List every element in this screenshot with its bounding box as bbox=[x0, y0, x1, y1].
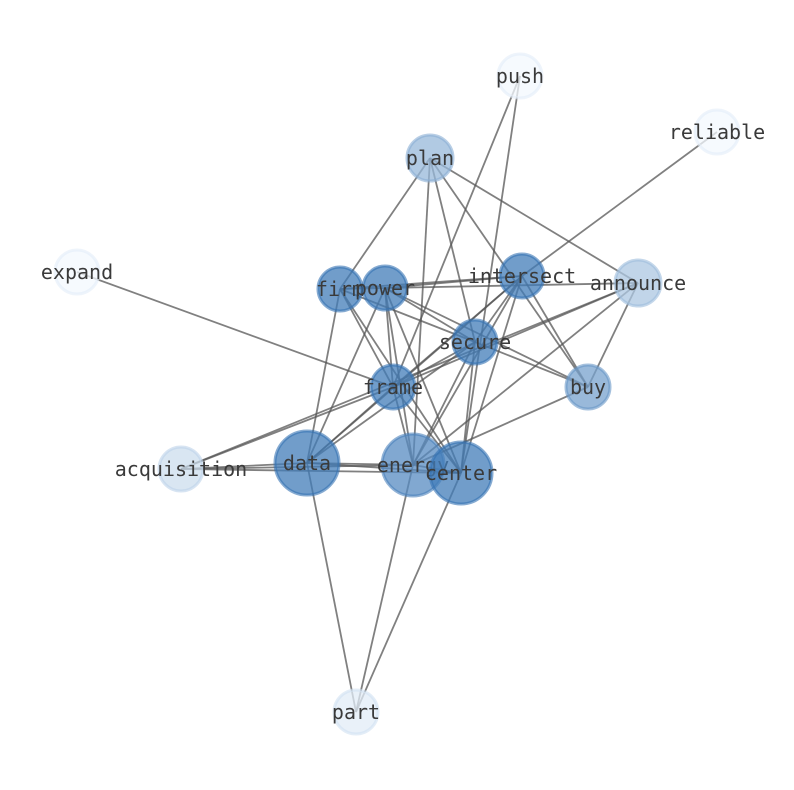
node-secure-label: secure bbox=[439, 330, 511, 354]
node-frame: frame bbox=[363, 363, 423, 411]
edge-plan-secure bbox=[429, 157, 476, 343]
edge-intersect-energy bbox=[412, 275, 523, 466]
node-center: center bbox=[425, 440, 497, 506]
node-part-label: part bbox=[332, 700, 380, 724]
node-part: part bbox=[332, 688, 380, 736]
node-acquisition-circle bbox=[157, 445, 205, 493]
node-data-label: data bbox=[283, 451, 331, 475]
node-announce-circle bbox=[613, 258, 663, 308]
node-secure: secure bbox=[439, 318, 511, 366]
node-buy: buy bbox=[564, 363, 612, 411]
node-push-label: push bbox=[496, 64, 544, 88]
edge-plan-firm bbox=[339, 157, 431, 290]
edge-energy-part bbox=[355, 464, 414, 713]
node-center-circle bbox=[428, 440, 494, 506]
edge-announce-energy bbox=[412, 282, 639, 466]
edge-firm-secure bbox=[339, 288, 476, 343]
node-reliable-circle bbox=[693, 108, 741, 156]
node-frame-label: frame bbox=[363, 375, 423, 399]
node-data-circle bbox=[273, 429, 341, 497]
node-announce: announce bbox=[590, 258, 686, 308]
node-plan: plan bbox=[405, 133, 455, 183]
edge-plan-energy bbox=[412, 157, 431, 466]
edge-plan-announce bbox=[429, 157, 639, 284]
node-data: data bbox=[273, 429, 341, 497]
node-buy-label: buy bbox=[570, 375, 606, 399]
node-plan-label: plan bbox=[406, 146, 454, 170]
node-power-label: power bbox=[355, 276, 415, 300]
node-push-circle bbox=[496, 52, 544, 100]
node-firm: firm bbox=[316, 265, 364, 313]
node-part-circle bbox=[332, 688, 380, 736]
node-center-label: center bbox=[425, 461, 497, 485]
node-expand-label: expand bbox=[41, 260, 113, 284]
node-intersect: intersect bbox=[468, 252, 576, 300]
edge-expand-frame bbox=[76, 271, 394, 388]
node-expand: expand bbox=[41, 248, 113, 296]
node-buy-circle bbox=[564, 363, 612, 411]
node-reliable-label: reliable bbox=[669, 120, 765, 144]
node-plan-circle bbox=[405, 133, 455, 183]
node-frame-circle bbox=[369, 363, 417, 411]
node-intersect-label: intersect bbox=[468, 264, 576, 288]
edge-push-frame bbox=[392, 75, 521, 388]
node-push: push bbox=[496, 52, 544, 100]
edge-intersect-center bbox=[460, 275, 523, 474]
node-secure-circle bbox=[451, 318, 499, 366]
node-intersect-circle bbox=[498, 252, 546, 300]
edge-frame-acquisition bbox=[180, 386, 394, 470]
edge-push-center bbox=[460, 75, 521, 474]
node-power-circle bbox=[361, 264, 409, 312]
node-power: power bbox=[355, 264, 415, 312]
node-announce-label: announce bbox=[590, 271, 686, 295]
node-acquisition-label: acquisition bbox=[115, 457, 247, 481]
edge-data-part bbox=[306, 462, 357, 713]
node-firm-label: firm bbox=[316, 277, 364, 301]
edge-center-part bbox=[355, 472, 462, 713]
node-energy: energy bbox=[377, 432, 449, 498]
node-reliable: reliable bbox=[669, 108, 765, 156]
edge-reliable-intersect bbox=[521, 131, 718, 277]
node-acquisition: acquisition bbox=[115, 445, 247, 493]
node-expand-circle bbox=[53, 248, 101, 296]
